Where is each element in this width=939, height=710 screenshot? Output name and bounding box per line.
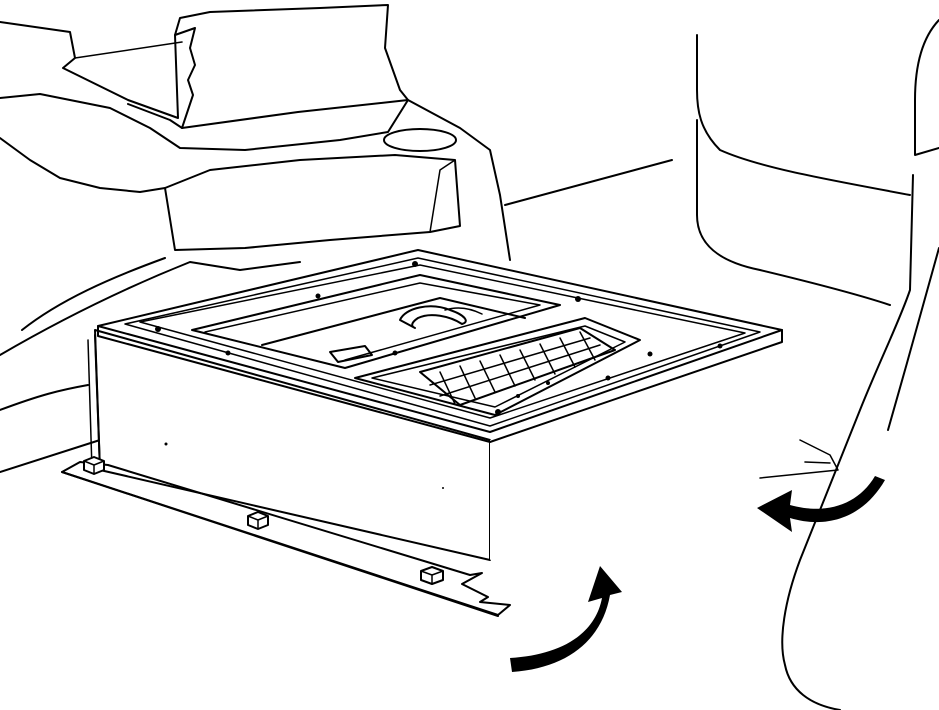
floor-left-edge xyxy=(0,384,89,411)
mark xyxy=(442,487,444,489)
base-bolt xyxy=(83,456,105,475)
screw xyxy=(225,350,231,356)
console-fold-line xyxy=(174,27,196,129)
base-flange-lower xyxy=(61,471,499,617)
fuse-panel xyxy=(354,317,641,416)
fuse-panel-inner xyxy=(371,325,626,408)
base-bolt xyxy=(420,566,444,585)
floor-back-edge xyxy=(504,159,673,206)
right-seat-cushion xyxy=(696,119,891,306)
console-inner-edge xyxy=(74,41,183,59)
floor-left-lower xyxy=(0,439,101,473)
screw xyxy=(647,351,653,357)
left-compartment xyxy=(191,274,561,369)
cup-holder xyxy=(383,128,457,152)
console-lower-sweep xyxy=(21,257,166,331)
base-bolt xyxy=(247,511,269,530)
fuse-grid xyxy=(429,331,601,405)
lid-frame-inner xyxy=(124,257,761,427)
screw xyxy=(575,296,581,302)
mark xyxy=(164,442,168,446)
screw xyxy=(516,394,520,398)
screw xyxy=(315,293,321,299)
screw xyxy=(546,381,550,385)
screw xyxy=(605,375,611,381)
screw xyxy=(495,409,501,415)
screw xyxy=(155,326,161,332)
right-seat-edge xyxy=(887,247,939,431)
lid-screws xyxy=(155,261,723,415)
rotation-arrows xyxy=(510,476,885,672)
left-compartment-inner xyxy=(204,282,541,361)
console-top-edge xyxy=(0,4,409,129)
right-seat-front xyxy=(781,174,914,710)
right-seat-side xyxy=(914,19,939,156)
screw xyxy=(412,261,418,267)
right-seat-back xyxy=(696,34,911,196)
screw xyxy=(392,350,398,356)
seat-rail-1 xyxy=(759,439,839,479)
console-bin-inner xyxy=(429,159,456,233)
console-bin xyxy=(164,154,461,251)
console-side-upper xyxy=(0,93,511,261)
box-left-corner xyxy=(94,334,101,471)
left-compartment-floor xyxy=(261,297,526,346)
screw xyxy=(717,343,723,349)
connector-arc xyxy=(444,307,483,315)
console-curve-lower xyxy=(0,137,166,193)
background-interior xyxy=(0,4,939,710)
console-base-curve xyxy=(0,261,301,356)
lid-frame-inner-2 xyxy=(139,264,746,419)
curved-connector xyxy=(399,305,467,329)
control-module-box xyxy=(61,249,790,617)
arrow-right xyxy=(757,476,885,532)
seat-rail-2 xyxy=(804,461,831,464)
arrow-lower-left xyxy=(510,566,622,672)
box-left-corner-inner xyxy=(87,339,93,471)
lid-thickness xyxy=(97,325,783,443)
box-right-face xyxy=(490,340,790,560)
relay-block xyxy=(329,345,373,363)
